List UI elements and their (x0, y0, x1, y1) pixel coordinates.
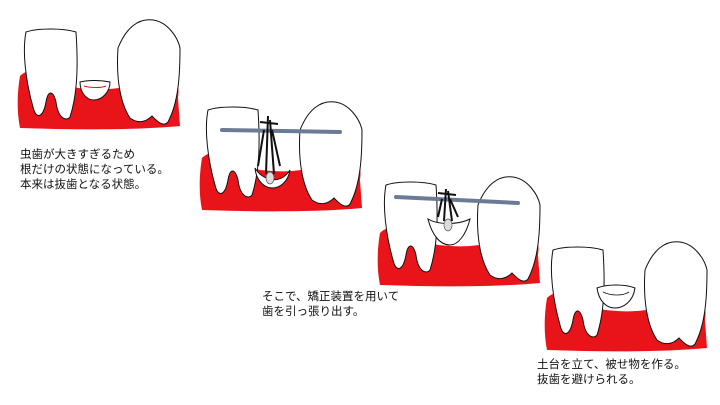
panel-crown-placed (544, 241, 708, 352)
crown (596, 284, 636, 309)
caption-line: 根だけの状態になっている。 (20, 162, 169, 176)
elastic-ligature (257, 115, 281, 175)
panel-orthodontic-extruded (377, 176, 541, 287)
caption-line: 歯を引っ張り出す。 (262, 304, 365, 318)
caption-line: 虫歯が大きすぎるため (20, 147, 135, 161)
caption-line: 本来は抜歯となる状態。 (20, 177, 147, 191)
caption-line: 抜歯を避けられる。 (537, 372, 641, 386)
caption-step-2: そこで、矯正装置を用いて 歯を引っ張り出す。 (262, 289, 399, 319)
orthodontic-wire (220, 128, 342, 134)
caption-line: 土台を立て、被せ物を作る。 (537, 357, 686, 371)
orthodontic-wire (394, 195, 520, 205)
caption-step-3: 土台を立て、被せ物を作る。 抜歯を避けられる。 (537, 357, 686, 387)
panel-root-only (17, 19, 181, 130)
root-stub (79, 80, 111, 101)
panel-orthodontic-start (199, 101, 363, 212)
caption-line: そこで、矯正装置を用いて (262, 289, 400, 303)
elastic-ligature (437, 188, 459, 222)
caption-step-1: 虫歯が大きすぎるため 根だけの状態になっている。 本来は抜歯となる状態。 (20, 147, 169, 192)
